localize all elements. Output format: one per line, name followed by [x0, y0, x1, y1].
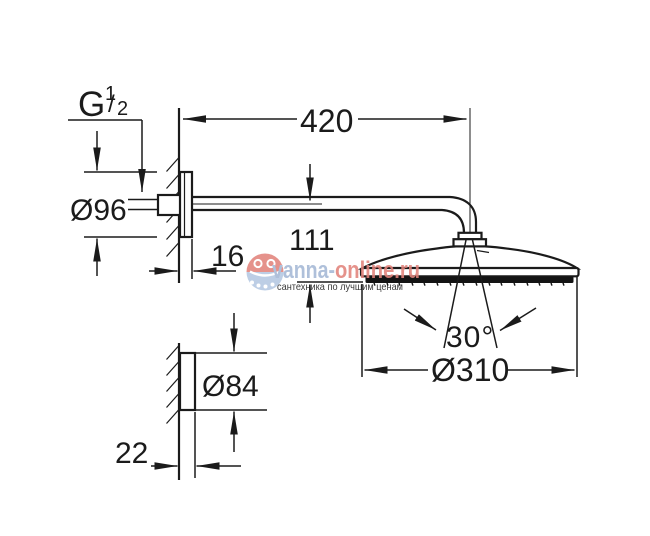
- dimensions-main: G 1 / 2 Ø96 420 111: [68, 83, 578, 388]
- bracket-diameter-label: Ø84: [202, 370, 259, 403]
- wall-flange: [178, 170, 194, 239]
- dimension-bracket-diameter: Ø84: [196, 313, 267, 452]
- bracket-flange-side: [178, 351, 197, 412]
- bracket-depth-label: 22: [115, 437, 148, 470]
- head-connector-ring-lower: [452, 238, 488, 248]
- spray-angle-lines: [443, 239, 498, 349]
- shower-arm: [192, 195, 478, 234]
- spray-face-texture: [373, 282, 565, 286]
- head-rim: [359, 266, 580, 278]
- thread-fraction-denominator: 2: [117, 98, 128, 120]
- supply-pipe: [128, 198, 158, 211]
- shower-head: [357, 231, 582, 286]
- logo-bottom-half: [246, 272, 284, 291]
- arm-length-label: 420: [300, 103, 353, 139]
- dimension-arm-length: 420: [183, 103, 467, 139]
- watermark-brand: vanna-online.ru: [272, 257, 420, 284]
- spray-angle-label: 30°: [446, 321, 494, 354]
- spray-face: [365, 276, 574, 283]
- head-diameter-label: Ø310: [431, 352, 509, 388]
- watermark: vanna-online.ru сантехника по лучшим цен…: [246, 253, 420, 293]
- dimension-head-diameter: Ø310: [361, 277, 578, 388]
- thread-size-label: G: [78, 85, 105, 124]
- main-view: [128, 108, 582, 349]
- logo-mascot: [249, 258, 281, 289]
- dimension-spray-angle: 30°: [403, 307, 537, 354]
- dimension-thread: G 1 / 2: [68, 83, 146, 192]
- dome-detail-dash: [476, 249, 490, 254]
- dimension-bracket-depth: 22: [115, 437, 241, 470]
- thread-fraction-slash: /: [108, 91, 115, 118]
- bracket-side-view: Ø84 22: [115, 313, 267, 480]
- watermark-tagline: сантехника по лучшим ценам: [277, 281, 403, 293]
- watermark-logo: [246, 253, 284, 291]
- dimension-arm-drop: 111: [289, 164, 363, 323]
- flange-depth-label: 16: [211, 240, 244, 273]
- dimension-flange-depth: 16: [149, 239, 244, 279]
- flange-diameter-label: Ø96: [70, 194, 127, 227]
- dimension-flange-diameter: Ø96: [70, 131, 157, 276]
- watermark-brand-red: online.ru: [335, 257, 420, 284]
- thread-fraction-numerator: 1: [105, 83, 116, 105]
- arm-drop-label: 111: [289, 224, 335, 257]
- watermark-brand-blue: vanna-: [272, 257, 335, 284]
- wall-hatching-bottom: [166, 345, 179, 424]
